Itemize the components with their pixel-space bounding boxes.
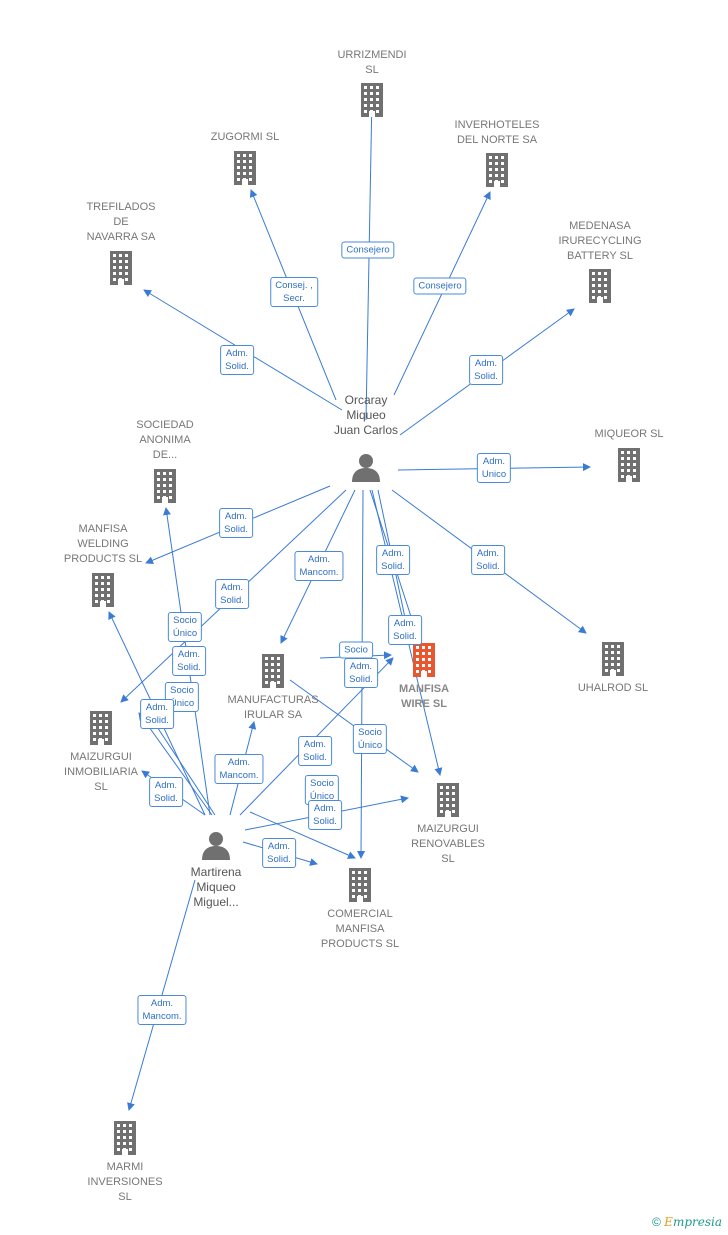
relation-label[interactable]: Adm. Solid. — [308, 800, 342, 830]
relation-label[interactable]: Adm. Solid. — [344, 658, 378, 688]
person-icon[interactable] — [351, 452, 381, 487]
company-label-manufacturas[interactable]: MANUFACTURAS IRULAR SA — [227, 694, 319, 721]
company-label-inverhoteles[interactable]: INVERHOTELES DEL NORTE SA — [454, 119, 540, 146]
building-icon[interactable] — [437, 783, 459, 822]
building-icon[interactable] — [154, 469, 176, 508]
company-label-maizurgui-inmo[interactable]: MAIZURGUI INMOBILIARIA SL — [64, 751, 138, 793]
building-icon[interactable] — [234, 151, 256, 190]
company-label-zugormi[interactable]: ZUGORMI SL — [210, 131, 280, 143]
company-label-uhalrod[interactable]: UHALROD SL — [577, 682, 649, 694]
footer-brand: © Empresia — [652, 1215, 722, 1229]
building-icon[interactable] — [349, 868, 371, 907]
relation-label[interactable]: Adm. Mancom. — [294, 551, 344, 581]
relation-label[interactable]: Adm. Unico — [476, 453, 512, 483]
relation-label[interactable]: Adm. Solid. — [219, 508, 253, 538]
relation-label[interactable]: Consejero — [413, 277, 467, 295]
building-icon[interactable] — [361, 83, 383, 122]
building-icon[interactable] — [589, 269, 611, 308]
person-label-orcaray[interactable]: Orcaray Miqueo Juan Carlos — [333, 393, 399, 437]
relation-label[interactable]: Adm. Mancom. — [214, 754, 264, 784]
relation-label[interactable]: Adm. Solid. — [215, 579, 249, 609]
relation-label[interactable]: Socio Único — [352, 724, 388, 754]
person-icon[interactable] — [201, 830, 231, 865]
relation-label[interactable]: Adm. Mancom. — [137, 995, 187, 1025]
company-label-miqueor[interactable]: MIQUEOR SL — [594, 428, 664, 440]
relation-label[interactable]: Adm. Solid. — [471, 545, 505, 575]
relation-label[interactable]: Adm. Solid. — [140, 699, 174, 729]
edge-line — [138, 712, 213, 816]
relation-label[interactable]: Adm. Solid. — [262, 838, 296, 868]
brand-name: mpresia — [672, 1215, 722, 1229]
relation-label[interactable]: Adm. Solid. — [172, 646, 206, 676]
company-label-maizurgui-renov[interactable]: MAIZURGUI RENOVABLES SL — [411, 823, 485, 865]
company-label-manfisa-welding[interactable]: MANFISA WELDING PRODUCTS SL — [63, 523, 143, 565]
brand-initial: E — [664, 1215, 673, 1229]
building-icon[interactable] — [413, 643, 435, 682]
building-icon[interactable] — [602, 642, 624, 681]
relation-label[interactable]: Socio — [339, 641, 373, 659]
building-icon[interactable] — [486, 153, 508, 192]
building-icon[interactable] — [114, 1121, 136, 1160]
relation-label[interactable]: Adm. Solid. — [220, 345, 254, 375]
relation-label[interactable]: Socio Único — [167, 612, 203, 642]
relation-label[interactable]: Adm. Solid. — [388, 615, 422, 645]
relation-label[interactable]: Adm. Solid. — [298, 736, 332, 766]
company-label-marmi[interactable]: MARMI INVERSIONES SL — [87, 1161, 163, 1203]
building-icon[interactable] — [90, 711, 112, 750]
company-label-urrizmendi[interactable]: URRIZMENDI SL — [337, 49, 407, 76]
company-label-manfisa-wire[interactable]: MANFISA WIRE SL — [398, 683, 450, 710]
building-icon[interactable] — [92, 573, 114, 612]
edge-line — [249, 811, 356, 859]
relation-label[interactable]: Adm. Solid. — [149, 777, 183, 807]
company-label-trefilados[interactable]: TREFILADOS DE NAVARRA SA — [86, 201, 156, 243]
relation-label[interactable]: Adm. Solid. — [376, 545, 410, 575]
relation-label[interactable]: Adm. Solid. — [469, 355, 503, 385]
relation-label[interactable]: Consej. , Secr. — [270, 277, 318, 307]
relation-label[interactable]: Consejero — [341, 241, 395, 259]
company-label-sociedad[interactable]: SOCIEDAD ANONIMA DE... — [136, 419, 194, 461]
building-icon[interactable] — [110, 251, 132, 290]
company-label-medenasa[interactable]: MEDENASA IRURECYCLING BATTERY SL — [558, 220, 642, 262]
copyright-symbol: © — [651, 1215, 661, 1229]
company-label-comercial[interactable]: COMERCIAL MANFISA PRODUCTS SL — [320, 908, 400, 950]
building-icon[interactable] — [262, 654, 284, 693]
person-label-martirena[interactable]: Martirena Miqueo Miguel... — [190, 865, 242, 909]
building-icon[interactable] — [618, 448, 640, 487]
